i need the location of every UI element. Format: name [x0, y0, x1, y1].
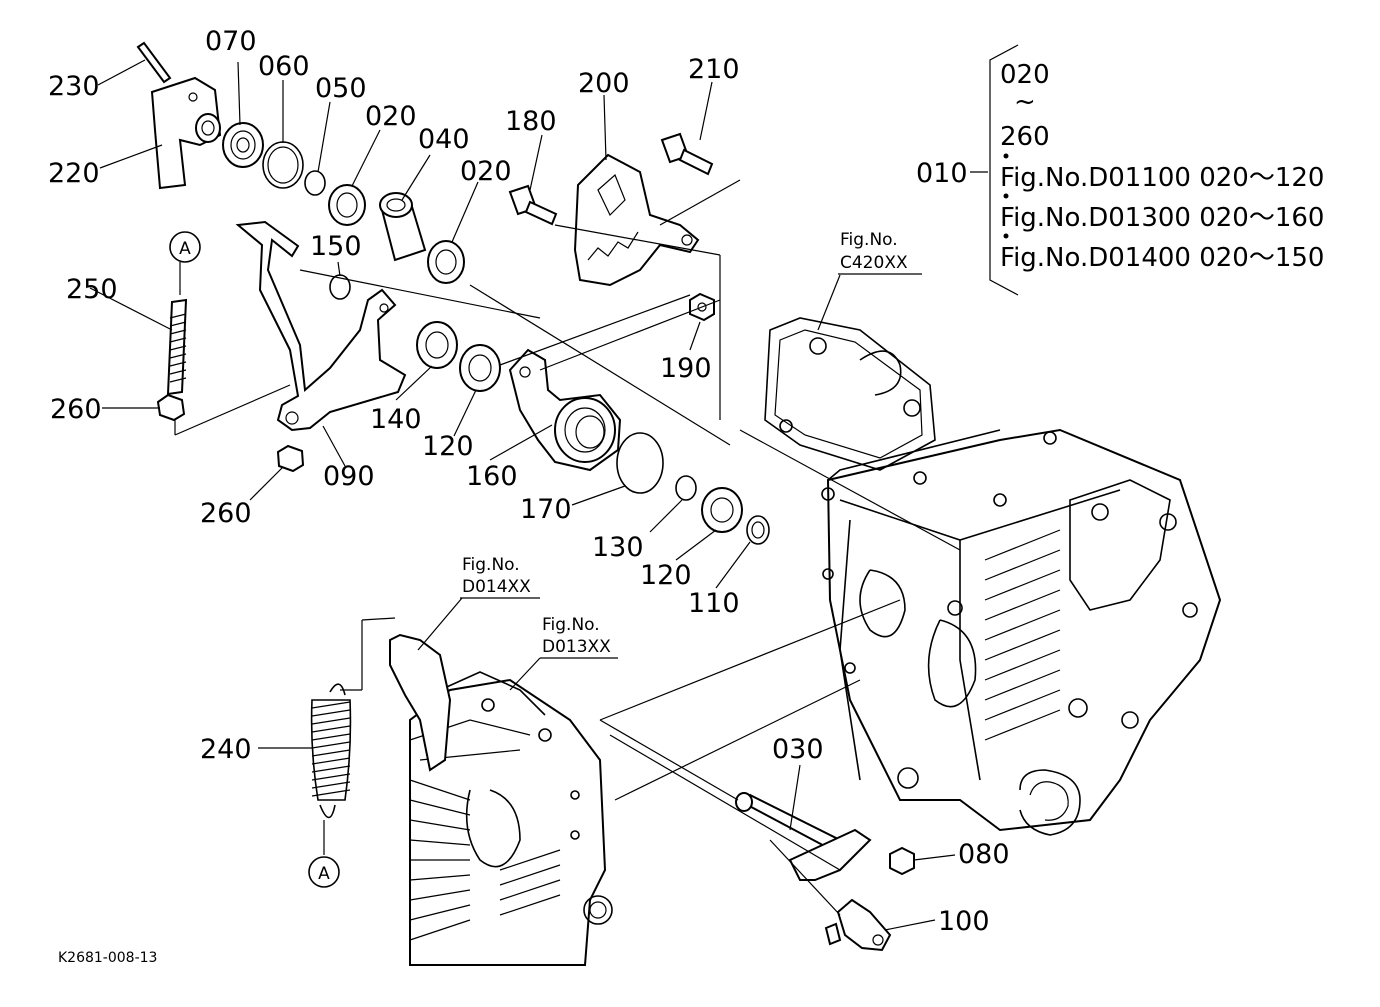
bearing-140: [416, 321, 458, 369]
label-020-b: 020: [460, 156, 512, 187]
label-260-a: 260: [50, 394, 102, 425]
circlip-050: [304, 170, 326, 196]
legend-tilde: ~: [1014, 87, 1036, 117]
label-140: 140: [370, 404, 422, 435]
label-080: 080: [958, 839, 1010, 870]
legend-row-2: Fig.No.D01300 020～160: [1000, 203, 1324, 233]
label-070: 070: [205, 26, 257, 57]
assembly-legend: 020 ~ 260 Fig.No.D01100 020～120 Fig.No.D…: [1000, 60, 1324, 273]
legend-dot-1: [1003, 153, 1009, 159]
release-hub-160: [508, 348, 622, 472]
figure-ref-d014-line2: D014XX: [462, 577, 531, 597]
legend-row-3: Fig.No.D01400 020～150: [1000, 243, 1324, 273]
transmission-housing: [764, 317, 1222, 836]
nut-260-a: [156, 393, 186, 422]
o-ring-170: [616, 432, 664, 494]
legend-range-start: 020: [1000, 60, 1050, 90]
drawing-code: K2681-008-13: [58, 950, 157, 966]
marker-a-bottom: A: [308, 856, 340, 888]
snap-ring-060: [262, 141, 304, 189]
label-100: 100: [938, 906, 990, 937]
figure-ref-c420: Fig.No. C420XX: [840, 230, 908, 273]
label-060: 060: [258, 51, 310, 82]
sleeve-040: [379, 192, 427, 262]
marker-a-top: A: [169, 231, 201, 263]
spring-240: [310, 683, 352, 819]
label-250: 250: [66, 274, 118, 305]
label-200: 200: [578, 68, 630, 99]
lower-housing: [409, 671, 613, 966]
marker-a-top-label: A: [179, 239, 191, 259]
shaft-030: [735, 792, 872, 881]
bearing-020-a: [328, 184, 366, 226]
circlip-130: [675, 475, 697, 501]
label-090: 090: [323, 461, 375, 492]
label-010: 010: [916, 158, 968, 189]
marker-a-bottom-label: A: [318, 864, 330, 884]
pedal-090: [235, 220, 407, 432]
label-190: 190: [660, 353, 712, 384]
bolt-210: [660, 132, 714, 176]
legend-range-end: 260: [1000, 122, 1050, 152]
leader-lines: [89, 44, 1019, 931]
label-170: 170: [520, 494, 572, 525]
washer-110: [746, 515, 770, 545]
label-020-a: 020: [365, 101, 417, 132]
label-210: 210: [688, 54, 740, 85]
label-230: 230: [48, 71, 100, 102]
label-030: 030: [772, 734, 824, 765]
rod-250: [166, 298, 188, 396]
figure-ref-d013-line1: Fig.No.: [542, 615, 600, 635]
label-050: 050: [315, 73, 367, 104]
legend-dot-3: [1003, 233, 1009, 239]
label-110: 110: [688, 588, 740, 619]
legend-row-1: Fig.No.D01100 020～120: [1000, 163, 1324, 193]
label-220: 220: [48, 158, 100, 189]
figure-ref-c420-line1: Fig.No.: [840, 230, 898, 250]
figure-ref-c420-line2: C420XX: [840, 253, 908, 273]
nut-260-b: [276, 444, 305, 473]
pin-230: [136, 41, 172, 84]
bearing-120-a: [459, 344, 501, 392]
part-labels: 230 220 070 060 050 020 040 020 180 200 …: [48, 26, 1010, 937]
figure-ref-d014-line1: Fig.No.: [462, 555, 520, 575]
label-040: 040: [418, 124, 470, 155]
label-260-b: 260: [200, 498, 252, 529]
figure-ref-d013: Fig.No. D013XX: [542, 615, 611, 657]
bearing-020-b: [427, 240, 465, 284]
label-150: 150: [310, 231, 362, 262]
label-130: 130: [592, 532, 644, 563]
legend-dot-2: [1003, 193, 1009, 199]
figure-ref-d013-line2: D013XX: [542, 637, 611, 657]
label-160: 160: [466, 461, 518, 492]
bearing-120-b: [701, 487, 743, 533]
plate-200: [573, 153, 700, 287]
lower-bracket: [389, 633, 452, 772]
figure-ref-d014: Fig.No. D014XX: [462, 555, 531, 597]
bearing-070: [222, 122, 264, 168]
nut-080: [889, 846, 915, 876]
label-180: 180: [505, 106, 557, 137]
label-120-b: 120: [640, 560, 692, 591]
label-240: 240: [200, 734, 252, 765]
bolt-180: [508, 184, 558, 226]
lever-100: [824, 898, 892, 952]
label-120-a: 120: [422, 431, 474, 462]
lever-220: [150, 76, 222, 190]
